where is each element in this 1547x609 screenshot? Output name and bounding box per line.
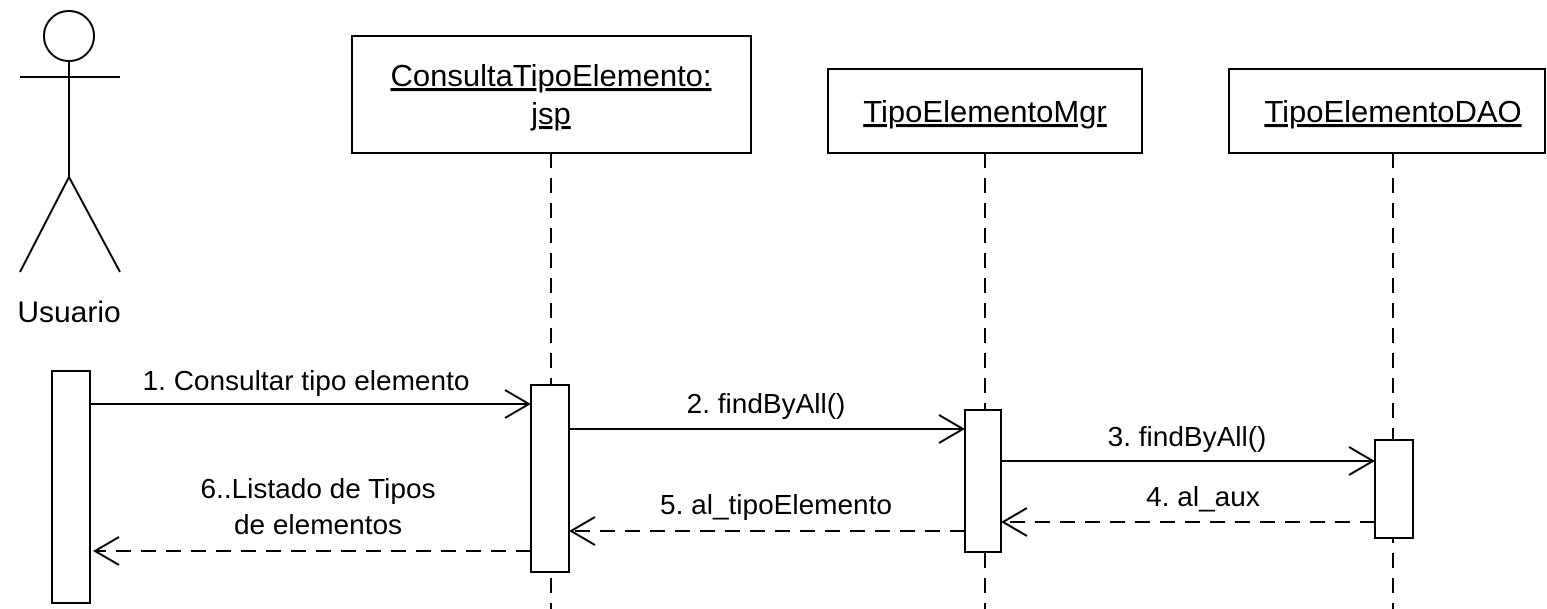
message-4-label: 4. al_aux	[1146, 481, 1260, 512]
message-2-label: 2. findByAll()	[687, 388, 846, 419]
lifeline-dao-activation	[1374, 439, 1414, 539]
lifeline-mgr: TipoElementoMgr	[827, 68, 1143, 609]
lifeline-dao: TipoElementoDAO	[1228, 68, 1546, 609]
actor-left-leg	[19, 176, 70, 273]
lifeline-jsp: ConsultaTipoElemento: jsp	[351, 35, 752, 609]
message-1-label: 1. Consultar tipo elemento	[143, 365, 470, 396]
actor-head	[43, 10, 95, 62]
lifeline-mgr-activation	[964, 409, 1002, 553]
lifeline-jsp-box	[351, 35, 752, 154]
message-4-arrowhead	[1001, 507, 1028, 537]
message-1	[90, 389, 531, 419]
message-4	[1001, 507, 1375, 537]
message-1-arrowhead	[504, 389, 531, 419]
message-5	[569, 516, 965, 546]
lifeline-dao-label: TipoElementoDAO	[1264, 94, 1521, 129]
message-2	[569, 414, 965, 444]
actor-activation	[51, 370, 91, 604]
lifeline-jsp-activation	[530, 384, 570, 573]
actor-label: Usuario	[17, 296, 120, 329]
message-6-label-line2: de elementos	[234, 509, 402, 540]
message-6	[93, 536, 531, 566]
lifeline-dao-box	[1228, 68, 1546, 154]
message-3-label: 3. findByAll()	[1108, 421, 1267, 452]
lifeline-jsp-label-line2: jsp	[530, 96, 571, 131]
message-3-arrowhead	[1348, 446, 1375, 476]
lifeline-mgr-label: TipoElementoMgr	[863, 94, 1107, 129]
actor-right-leg	[68, 176, 121, 273]
actor-usuario	[19, 10, 121, 273]
message-6-label-line1: 6..Listado de Tipos	[200, 473, 435, 504]
message-3	[1001, 446, 1375, 476]
message-5-label: 5. al_tipoElemento	[660, 489, 892, 520]
message-5-arrowhead	[569, 516, 596, 546]
message-2-arrowhead	[938, 414, 965, 444]
lifeline-jsp-label-line1: ConsultaTipoElemento:	[390, 58, 711, 93]
message-6-arrowhead	[93, 536, 120, 566]
lifeline-mgr-box	[827, 68, 1143, 154]
